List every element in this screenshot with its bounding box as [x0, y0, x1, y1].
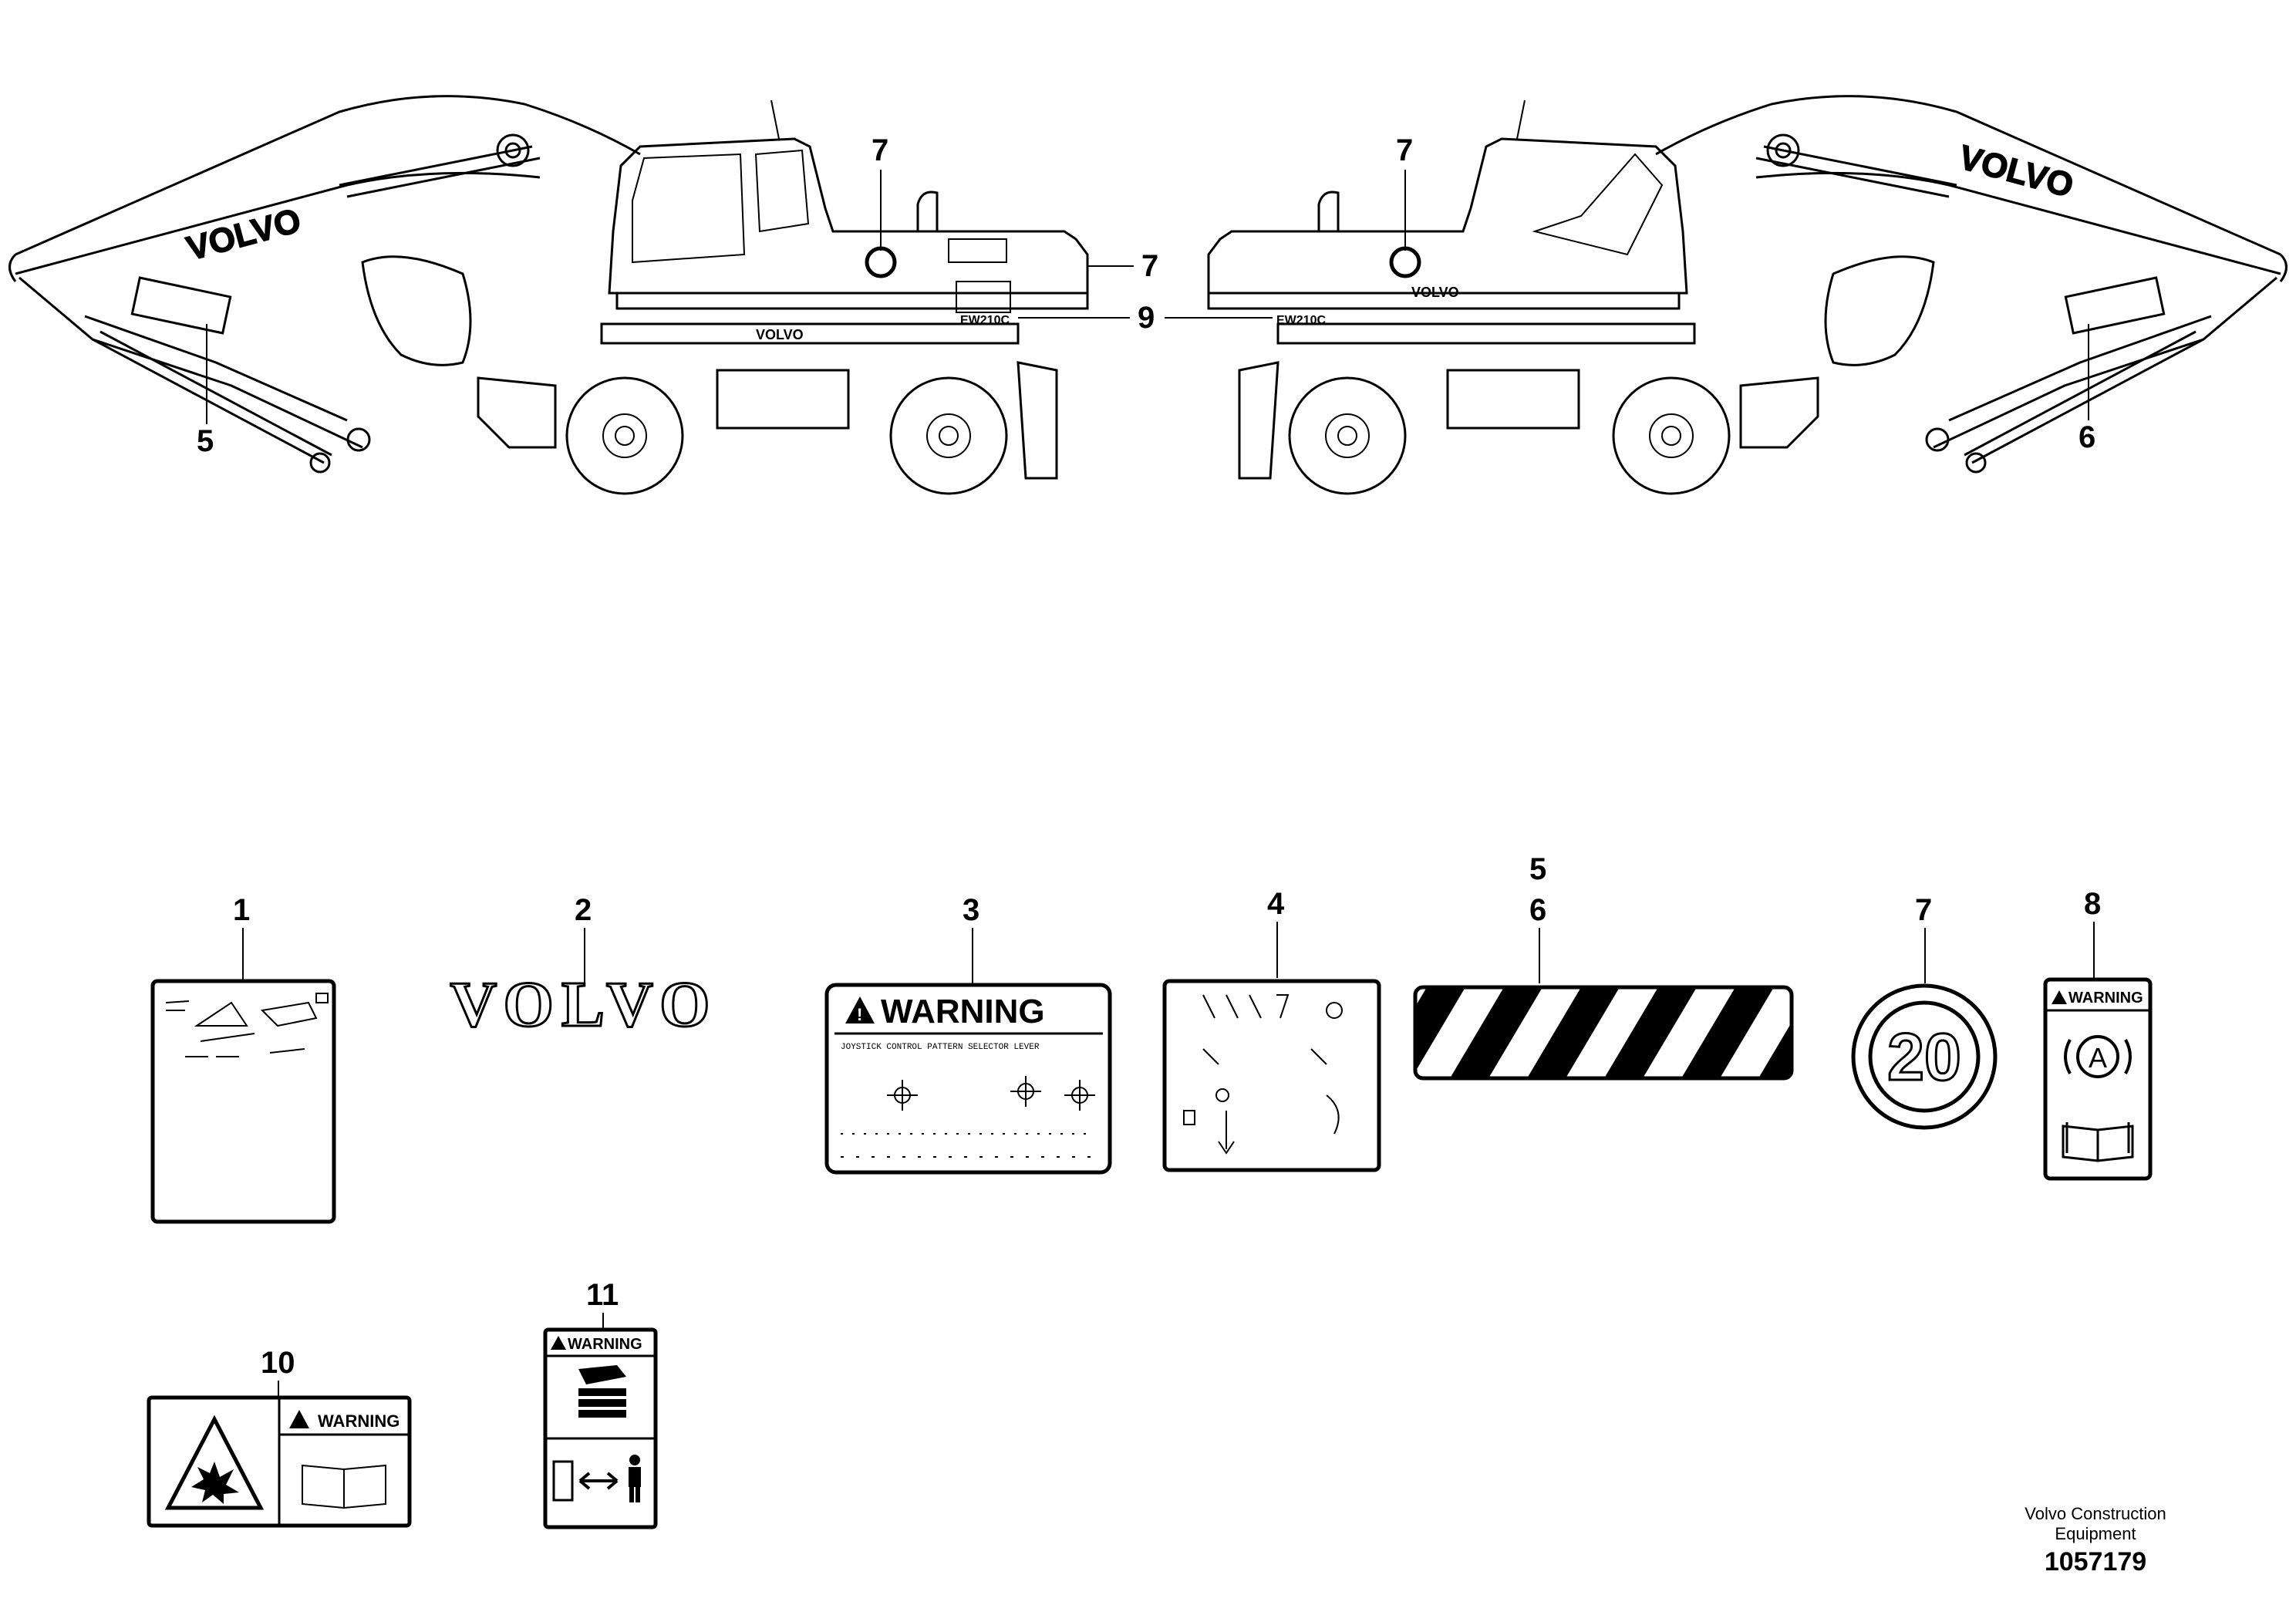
warning-3-subtitle: JOYSTICK CONTROL PATTERN SELECTOR LEVER	[841, 1043, 1040, 1052]
door-icon	[552, 1460, 574, 1502]
callout-7-right-cab: 7	[1396, 133, 1413, 167]
callout-5: 5	[1529, 852, 1546, 886]
decal-2-volvo-logo: 2 VOLVO	[449, 893, 718, 1042]
warning-10-title: WARNING	[318, 1411, 400, 1431]
callout-7-left-rear: 7	[1141, 249, 1158, 283]
wheel-right-rear	[1288, 376, 1407, 495]
wheel-left-rear	[565, 376, 684, 495]
stripe-decal-location-left	[130, 276, 232, 335]
decal-5-6-hazard-stripe: 5 6	[1413, 852, 1794, 1081]
explosion-icon	[164, 1415, 265, 1510]
decal-4-service-decal: 4	[1162, 887, 1381, 1172]
wheel-left-front	[889, 376, 1008, 495]
decal-1-load-chart: 1	[150, 893, 336, 1224]
footer-block: Volvo Construction Equipment 1057179	[1980, 1504, 2211, 1577]
callout-2: 2	[575, 893, 592, 927]
callout-10: 10	[261, 1346, 295, 1380]
speed-value: 20	[1887, 1020, 1961, 1094]
callout-4: 4	[1267, 887, 1285, 921]
book-icon	[302, 1464, 386, 1509]
warning-11-title: WARNING	[568, 1336, 642, 1353]
boom-brand-left: VOLVO	[183, 201, 305, 268]
company-name-line1: Volvo Construction	[2025, 1504, 2166, 1523]
callout-7-left-cab: 7	[872, 133, 888, 167]
callout-6: 6	[1529, 893, 1546, 927]
top-callouts: 7 7 9 5 7 6	[197, 133, 2095, 458]
callout-5-top: 5	[197, 424, 214, 458]
warning-3-title: WARNING	[881, 993, 1045, 1030]
warning-triangle-icon	[289, 1410, 309, 1428]
decal-8-brake-warning: 8 WARNING A	[2043, 887, 2153, 1181]
callout-8: 8	[2084, 887, 2101, 921]
warning-triangle-icon	[551, 1336, 566, 1350]
volvo-logo-text: VOLVO	[450, 969, 718, 1040]
warning-triangle-icon	[2052, 990, 2067, 1004]
stripe-decal-location-right	[2064, 276, 2166, 335]
company-name-line2: Equipment	[2055, 1524, 2136, 1543]
callout-6-top: 6	[2079, 420, 2095, 454]
boom-brand-right: VOLVO	[1955, 138, 2077, 204]
warning-8-title: WARNING	[2068, 990, 2143, 1007]
callout-1: 1	[233, 893, 250, 927]
speed-decal-location-right	[1389, 246, 1421, 278]
excavator-left-view: VOLVO VOLVO EW210C	[8, 95, 1089, 495]
speed-decal-location-left	[865, 246, 897, 278]
hand-crush-icon	[578, 1365, 626, 1418]
decal-3-joystick-warning: 3 ! WARNING JOYSTICK CONTROL PATTERN SEL…	[824, 893, 1112, 1175]
wheel-right-front	[1612, 376, 1731, 495]
callout-3: 3	[963, 893, 979, 927]
callout-9: 9	[1138, 301, 1155, 335]
callout-7: 7	[1915, 893, 1932, 927]
cab-brand-right: VOLVO	[1411, 285, 1459, 300]
warning-triangle-icon	[845, 996, 875, 1023]
svg-text:!: !	[857, 1005, 862, 1024]
decal-7-speed-limit: 7 20	[1851, 893, 1998, 1130]
drawing-number: 1057179	[2044, 1547, 2147, 1576]
double-arrow-icon	[578, 1472, 619, 1490]
person-icon	[629, 1455, 641, 1502]
cab-brand-left: VOLVO	[756, 327, 804, 342]
callout-11: 11	[586, 1278, 619, 1312]
decal-10-explosion-warning: 10 WARNING	[147, 1346, 412, 1528]
book-icon	[2062, 1122, 2134, 1162]
excavator-right-view: VOLVO VOLVO EW210C	[1207, 95, 2288, 495]
decal-11-crush-warning: 11 WARNING	[543, 1278, 658, 1529]
warning-8-symbol: A	[2089, 1042, 2107, 1074]
